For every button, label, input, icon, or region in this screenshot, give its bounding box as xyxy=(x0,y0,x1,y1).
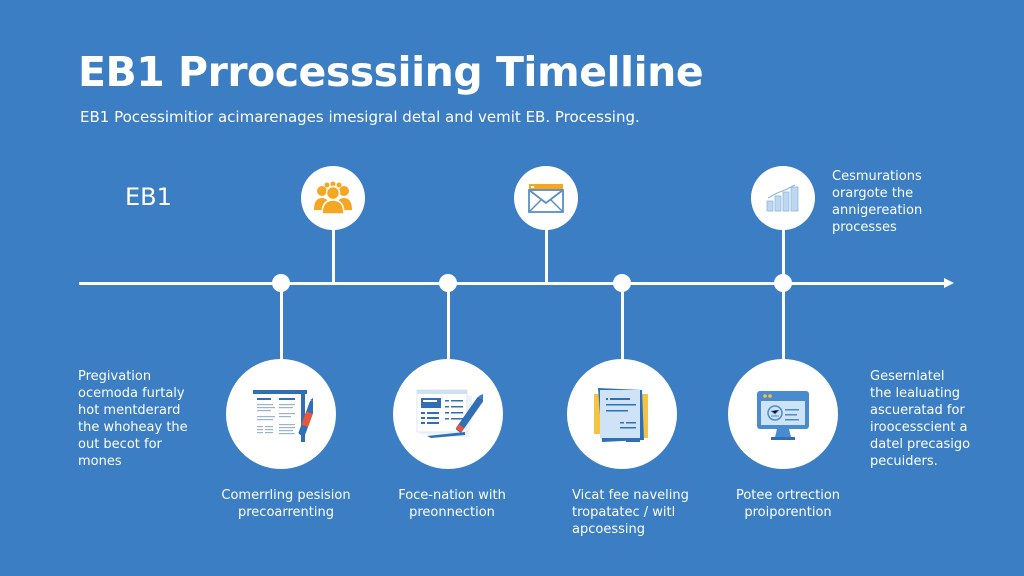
connector-line xyxy=(279,284,283,362)
people-group-icon xyxy=(314,181,352,215)
left-note: Pregivation ocemoda furtaly hot mentdera… xyxy=(78,369,188,469)
milestone-bottom-3 xyxy=(567,359,677,469)
milestone-caption-3: Vicat fee naveling tropatatec / witl apc… xyxy=(572,488,689,537)
milestone-caption-1: Comerrling pesision precoarrenting xyxy=(221,488,351,520)
right-note: Gesernlatel the lealuating ascueratad fo… xyxy=(870,369,971,469)
milestone-top-3 xyxy=(751,166,815,230)
document-pen-icon xyxy=(253,390,313,442)
timeline-dot xyxy=(272,274,290,292)
top-right-note: Cesmurations orargote the annigereation … xyxy=(832,169,923,235)
clipboard-document-icon xyxy=(594,388,648,442)
milestone-top-1 xyxy=(301,166,365,230)
milestone-bottom-4 xyxy=(728,359,838,469)
connector-line xyxy=(331,228,335,284)
connector-line xyxy=(620,284,624,362)
timeline-arrow-icon xyxy=(944,278,954,288)
page-title: EB1 Prrocesssiing Timelline xyxy=(78,48,704,96)
timeline-dot xyxy=(439,274,457,292)
page-subtitle: EB1 Pocessimitior acimarenages imesigral… xyxy=(80,108,640,126)
connector-line xyxy=(544,228,548,284)
timeline-label: EB1 xyxy=(125,183,172,211)
form-pen-icon xyxy=(416,389,483,438)
timeline-axis xyxy=(79,282,947,285)
connector-line xyxy=(781,284,785,362)
computer-monitor-icon xyxy=(757,391,809,440)
milestone-caption-2: Foce-nation with preonnection xyxy=(398,488,506,520)
milestone-top-2 xyxy=(514,166,578,230)
milestone-bottom-2 xyxy=(393,359,503,469)
milestone-caption-4: Potee ortrection proiporention xyxy=(735,488,841,520)
connector-line xyxy=(781,228,785,284)
timeline-dot xyxy=(613,274,631,292)
bar-chart-icon xyxy=(766,184,799,212)
envelope-icon xyxy=(528,184,564,213)
connector-line xyxy=(446,284,450,362)
milestone-bottom-1 xyxy=(226,359,336,469)
